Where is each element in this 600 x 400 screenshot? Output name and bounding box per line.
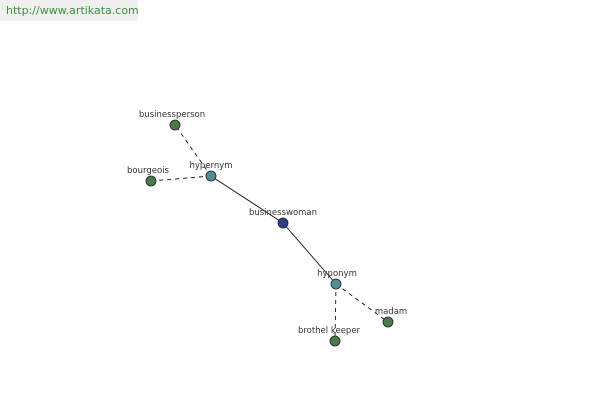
- node-circle-madam[interactable]: [382, 316, 394, 328]
- node-businessperson[interactable]: businessperson: [139, 110, 205, 131]
- edge-hyponym-brothel_keeper: [334, 283, 337, 342]
- edge-hyponym-madam: [335, 283, 389, 323]
- node-businesswoman[interactable]: businesswoman: [249, 208, 317, 229]
- node-circle-businessperson[interactable]: [169, 119, 181, 131]
- node-circle-bourgeois[interactable]: [145, 175, 157, 187]
- node-circle-hyponym[interactable]: [330, 278, 342, 290]
- node-circle-hypernym[interactable]: [205, 170, 217, 182]
- graph-nodes: businesswoman hypernym hyponym businesspers…: [127, 110, 407, 347]
- node-hyponym[interactable]: hyponym: [317, 269, 357, 290]
- node-hypernym[interactable]: hypernym: [189, 161, 233, 182]
- node-brothel_keeper[interactable]: brothel keeper: [298, 326, 361, 347]
- node-label-businesswoman: businesswoman: [249, 208, 317, 218]
- node-label-madam: madam: [375, 307, 407, 317]
- site-link[interactable]: http://www.artikata.com: [0, 0, 139, 21]
- edge-businesswoman-hyponym: [282, 222, 337, 285]
- node-bourgeois[interactable]: bourgeois: [127, 166, 170, 187]
- edge-businesswoman-hypernym: [210, 175, 284, 224]
- node-label-brothel_keeper: brothel keeper: [298, 326, 361, 336]
- node-circle-brothel_keeper[interactable]: [329, 335, 341, 347]
- edge-hypernym-bourgeois: [150, 175, 212, 182]
- node-label-bourgeois: bourgeois: [127, 166, 170, 176]
- graph-edges: [150, 124, 389, 342]
- node-label-hypernym: hypernym: [189, 161, 232, 171]
- node-label-businessperson: businessperson: [139, 110, 205, 120]
- node-madam[interactable]: madam: [375, 307, 407, 328]
- node-label-hyponym: hyponym: [317, 269, 357, 279]
- node-circle-businesswoman[interactable]: [277, 217, 289, 229]
- edge-hypernym-businessperson: [174, 124, 212, 177]
